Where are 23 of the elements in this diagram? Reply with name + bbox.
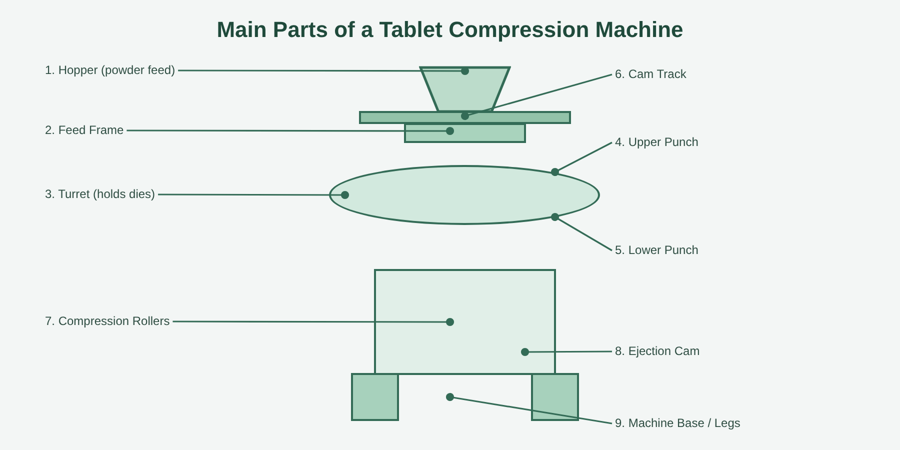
hopper (419, 66, 511, 113)
leader-line (178, 66, 470, 76)
leader-line (158, 190, 350, 200)
leader-line (550, 142, 612, 176)
cam-track-plate (359, 111, 571, 124)
part-label: 3. Turret (holds dies) (45, 187, 156, 202)
part-label: 6. Cam Track (615, 67, 686, 82)
leader-line (446, 392, 612, 424)
part-label: 4. Upper Punch (615, 135, 698, 150)
part-label: 1. Hopper (powder feed) (45, 63, 176, 78)
leader-line (460, 74, 612, 120)
part-label: 9. Machine Base / Legs (615, 416, 740, 431)
part-label: 8. Ejection Cam (615, 344, 700, 359)
roller-housing (374, 269, 556, 375)
feed-frame (404, 123, 526, 143)
diagram-title: Main Parts of a Tablet Compression Machine (216, 16, 684, 44)
leader-line (126, 126, 454, 136)
part-label: 5. Lower Punch (615, 243, 698, 258)
leader-line (172, 318, 454, 326)
part-label: 7. Compression Rollers (45, 314, 170, 329)
part-label: 2. Feed Frame (45, 123, 124, 138)
leader-line (550, 212, 612, 252)
leader-line (520, 348, 612, 356)
